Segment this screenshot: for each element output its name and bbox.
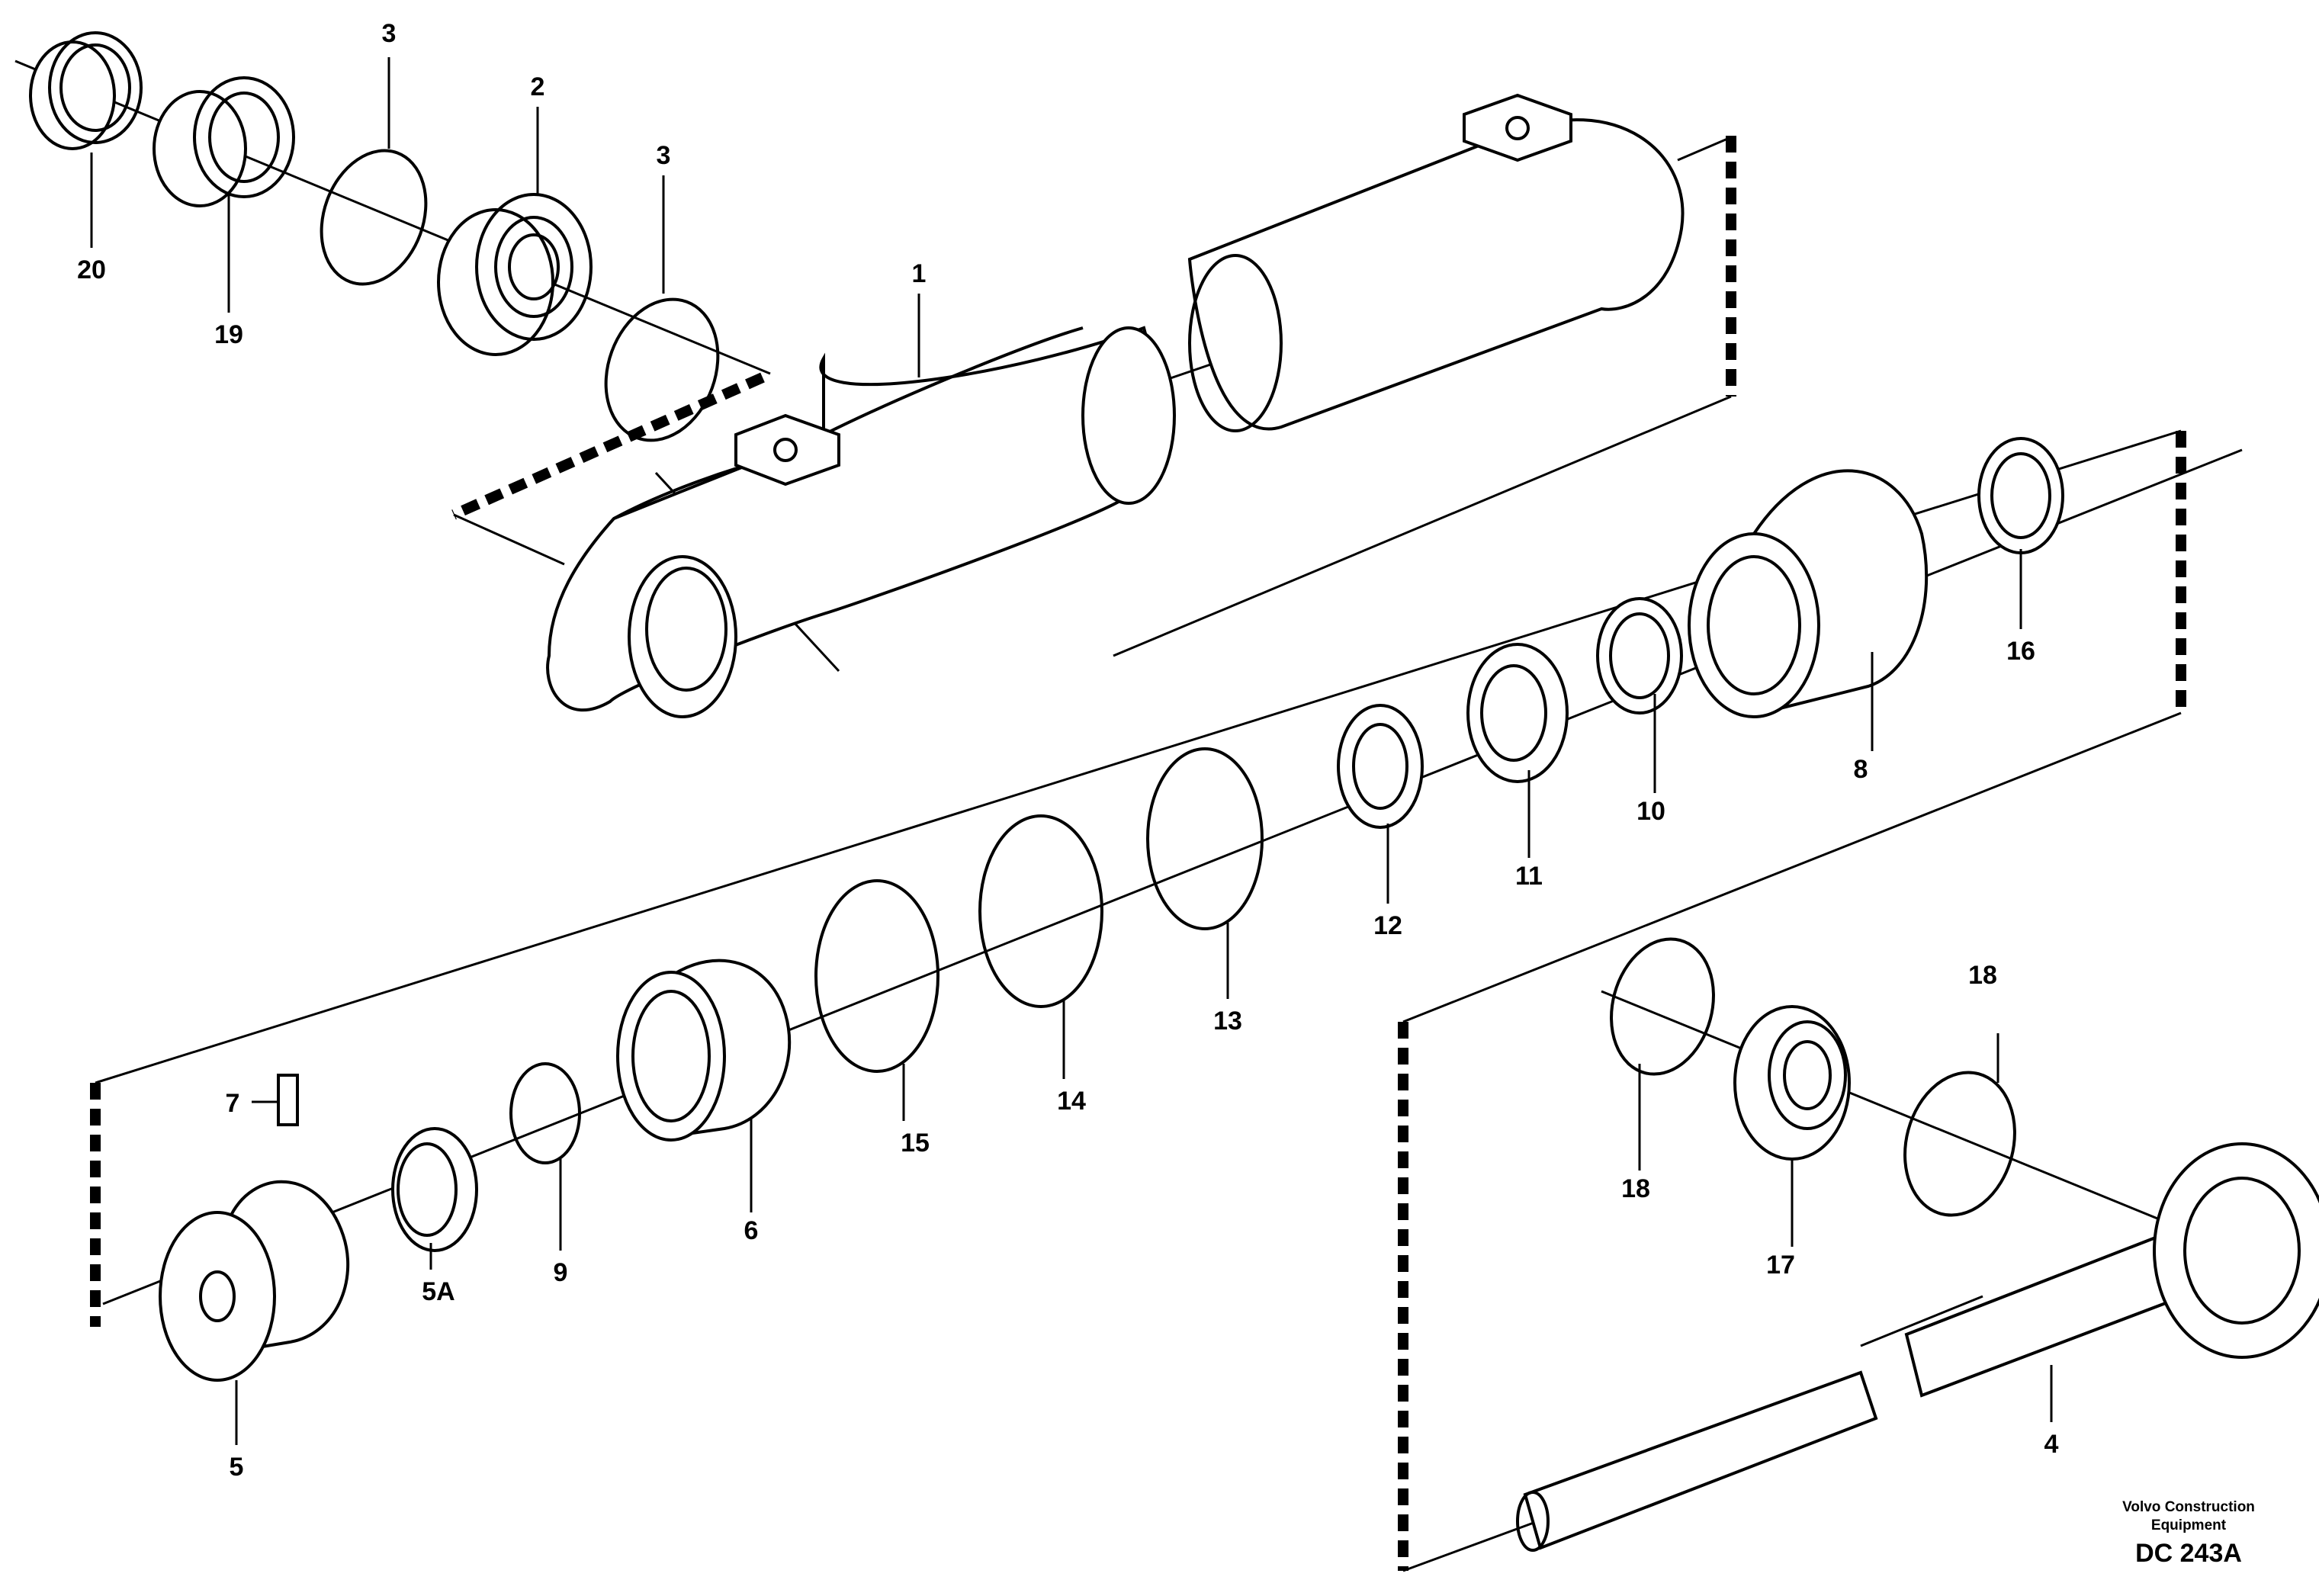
part-2-bearing	[437, 193, 593, 356]
part-6-piston	[616, 959, 792, 1142]
label-4: 4	[2044, 1430, 2059, 1459]
axis-lines	[14, 59, 2311, 1347]
label-11: 11	[1515, 862, 1543, 891]
part-17-bearing	[1733, 1005, 1851, 1161]
label-6: 6	[744, 1216, 759, 1245]
label-8: 8	[1854, 755, 1868, 784]
part-15-ring	[814, 879, 939, 1073]
label-15: 15	[901, 1129, 930, 1158]
label-3-second: 3	[657, 141, 671, 170]
part-4-piston-rod	[1516, 1142, 2319, 1552]
label-12: 12	[1373, 911, 1402, 940]
label-17: 17	[1766, 1251, 1795, 1280]
label-leaders	[90, 57, 2053, 1445]
label-13: 13	[1213, 1007, 1242, 1036]
label-18-left: 18	[1621, 1174, 1650, 1203]
part-9-ring	[509, 1062, 581, 1164]
label-19: 19	[214, 320, 243, 349]
part-19-bushing	[153, 76, 295, 207]
footer: Volvo Construction Equipment DC 243A	[2122, 1499, 2255, 1568]
label-5: 5	[230, 1453, 244, 1482]
label-2: 2	[531, 72, 545, 101]
part-5-nut	[159, 1074, 350, 1382]
part-labels: 20 19 3 2 3 1 16 8 10 11 12 13 14 15 6 9…	[77, 19, 2058, 1482]
part-14-ring	[978, 814, 1103, 1008]
part-8-gland	[1688, 469, 1929, 718]
label-5a: 5A	[422, 1277, 454, 1306]
label-14: 14	[1057, 1087, 1086, 1116]
part-11-seal	[1466, 643, 1569, 783]
part-12-wiper	[1337, 704, 1424, 829]
label-7: 7	[226, 1089, 240, 1118]
part-18-circlips	[1610, 937, 2016, 1217]
part-20-bushing	[29, 31, 143, 150]
part-1-cylinder-tube	[546, 93, 1685, 718]
label-3-top: 3	[382, 19, 397, 48]
label-18-right: 18	[1968, 961, 1997, 990]
part-10-bushing	[1596, 597, 1683, 715]
label-20: 20	[77, 255, 106, 284]
label-16: 16	[2006, 637, 2035, 666]
part-13-ring	[1146, 747, 1264, 930]
diagram-code: DC 243A	[2135, 1539, 2242, 1568]
brand-line-1: Volvo Construction	[2122, 1499, 2255, 1515]
part-3-circlip-top	[320, 149, 720, 442]
part-16-bushing	[1977, 437, 2064, 554]
brand-line-2: Equipment	[2151, 1517, 2227, 1533]
label-1: 1	[912, 259, 927, 288]
label-9: 9	[554, 1258, 568, 1287]
part-5a-bushing	[391, 1127, 478, 1252]
label-10: 10	[1636, 797, 1665, 826]
